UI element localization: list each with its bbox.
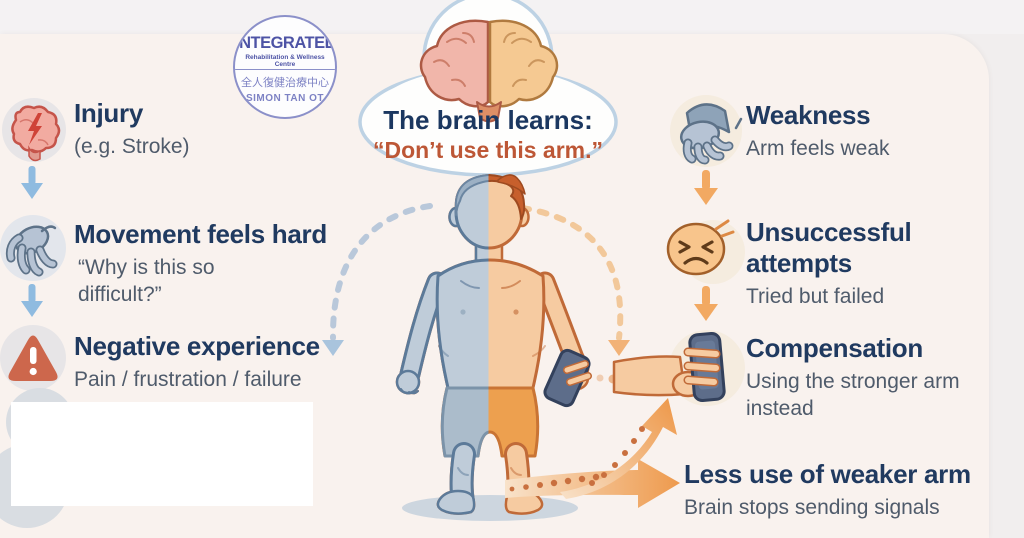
step-negative-experience: Negative experience Pain / frustration /… bbox=[74, 331, 394, 393]
step-subtitle: “Why is this so difficult?” bbox=[78, 256, 215, 306]
step-subtitle: Pain / frustration / failure bbox=[74, 368, 302, 391]
logo-chinese-name: 全人復健治療中心 bbox=[241, 77, 329, 89]
step-title: Compensation bbox=[746, 333, 923, 363]
down-arrow-blue-2 bbox=[21, 284, 43, 317]
logo-therapist-name: SIMON TAN OT bbox=[245, 93, 325, 104]
step-title: Weakness bbox=[746, 100, 871, 130]
warning-triangle-icon bbox=[0, 325, 66, 391]
dashed-arc-left bbox=[322, 203, 433, 356]
limp-hand-icon bbox=[0, 215, 66, 281]
split-body-figure bbox=[397, 174, 588, 514]
down-arrow-orange-1 bbox=[694, 170, 718, 205]
step-subtitle: (e.g. Stroke) bbox=[74, 135, 190, 158]
down-arrow-orange-2 bbox=[694, 286, 718, 321]
weak-hand-icon bbox=[670, 95, 743, 167]
step-weakness: Weakness Arm feels weak bbox=[746, 100, 1016, 162]
phone-in-strong-hand bbox=[543, 348, 592, 408]
logo-tagline: Rehabilitation & Wellness Centre bbox=[235, 54, 335, 70]
clinic-logo: INTEGRATED Rehabilitation & Wellness Cen… bbox=[233, 15, 337, 119]
hand-holding-phone-icon bbox=[612, 330, 745, 406]
step-subtitle: Using the stronger arm instead bbox=[746, 370, 960, 420]
step-subtitle: Brain stops sending signals bbox=[684, 496, 940, 519]
figure-shadow bbox=[402, 495, 578, 521]
split-brain-icon bbox=[419, 19, 559, 123]
step-title: Movement feels hard bbox=[74, 219, 327, 249]
step-title: Negative experience bbox=[74, 331, 320, 361]
step-title: Unsuccessful attempts bbox=[746, 217, 912, 278]
dashed-arc-right bbox=[519, 205, 630, 356]
down-arrow-blue-1 bbox=[21, 166, 43, 199]
bubble-text-line1: The brain learns: bbox=[383, 105, 593, 135]
step-subtitle: Arm feels weak bbox=[746, 137, 890, 160]
step-compensation: Compensation Using the stronger arm inst… bbox=[746, 333, 1016, 422]
step-injury: Injury (e.g. Stroke) bbox=[74, 98, 344, 160]
step-movement-feels-hard: Movement feels hard “Why is this so diff… bbox=[74, 219, 344, 308]
blank-redacted-area bbox=[11, 402, 313, 506]
injured-brain-icon bbox=[2, 98, 66, 162]
step-unsuccessful-attempts: Unsuccessful attempts Tried but failed bbox=[746, 217, 1016, 310]
step-title: Less use of weaker arm bbox=[684, 459, 971, 489]
step-subtitle: Tried but failed bbox=[746, 285, 885, 308]
frustrated-face-icon bbox=[666, 219, 745, 284]
step-title: Injury bbox=[74, 98, 143, 128]
branching-arrow-icon bbox=[505, 398, 680, 508]
logo-name: INTEGRATED bbox=[235, 34, 337, 52]
step-less-use-of-weaker-arm: Less use of weaker arm Brain stops sendi… bbox=[684, 459, 984, 521]
bubble-text-line2: “Don’t use this arm.” bbox=[372, 137, 604, 163]
